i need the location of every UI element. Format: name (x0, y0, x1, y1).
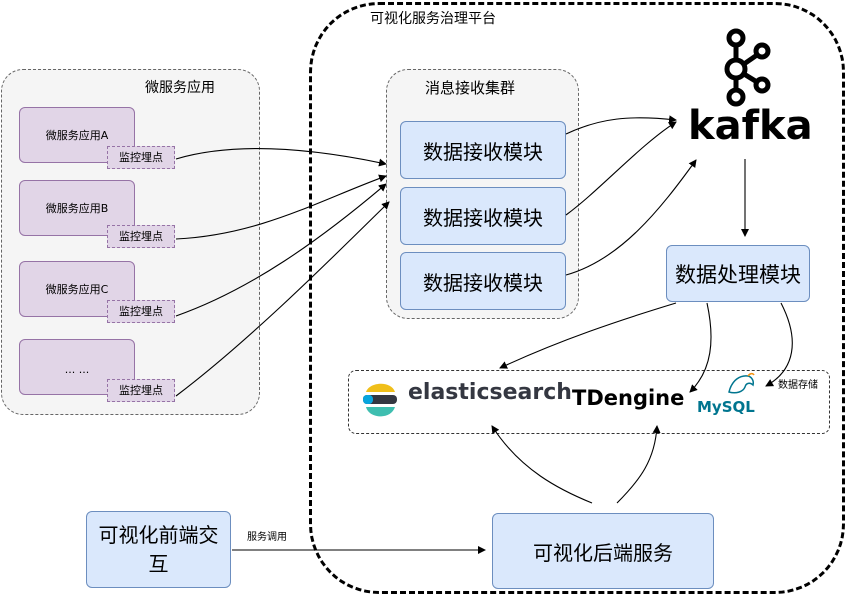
kafka-label[interactable]: kafka (688, 103, 813, 149)
platform-title: 可视化服务治理平台 (370, 11, 496, 27)
storage-container (348, 370, 830, 434)
receiver-module-1[interactable]: 数据接收模块 (400, 121, 566, 179)
app-label: ... ... (64, 363, 90, 376)
receiver-cluster-title: 消息接收集群 (425, 79, 516, 97)
recv3-kafka-arrow (565, 159, 697, 276)
app-label: 微服务应用C (45, 283, 109, 296)
monitor-probe-more[interactable]: 监控埋点 (107, 379, 175, 402)
storage-edge-label: 数据存储 (778, 380, 818, 391)
tdengine-label[interactable]: TDengine (572, 386, 685, 410)
processor-es-arrow (499, 302, 677, 369)
monitor-probe-b[interactable]: 监控埋点 (107, 225, 175, 248)
platform-container (309, 2, 845, 594)
recv1-kafka-arrow (565, 115, 677, 135)
receiver-module-2[interactable]: 数据接收模块 (400, 187, 566, 245)
probe-more-arrow (175, 201, 390, 397)
backend-tdengine-arrow (616, 425, 661, 504)
mysql-dolphin-icon (728, 372, 755, 394)
service-call-label: 服务调用 (247, 532, 287, 543)
probe-c-arrow (175, 183, 387, 317)
kafka-logo-icon (724, 28, 771, 107)
processor-mysql-arrow (765, 302, 793, 387)
receiver-module-3[interactable]: 数据接收模块 (400, 252, 566, 310)
backend-service[interactable]: 可视化后端服务 (492, 513, 714, 589)
backend-es-arrow (491, 425, 593, 504)
monitor-probe-c[interactable]: 监控埋点 (107, 300, 175, 323)
processor-tdengine-arrow (689, 302, 712, 393)
elasticsearch-label[interactable]: elasticsearch (408, 380, 572, 405)
mysql-label[interactable]: MySQL (697, 398, 755, 416)
data-processing-module[interactable]: 数据处理模块 (666, 245, 810, 302)
probe-a-arrow (175, 147, 387, 167)
app-label: 微服务应用B (45, 202, 109, 215)
microservice-group-title: 微服务应用 (145, 80, 215, 96)
monitor-probe-a[interactable]: 监控埋点 (107, 146, 175, 169)
app-label: 微服务应用A (45, 129, 109, 142)
probe-b-arrow (175, 174, 387, 240)
recv2-kafka-arrow (565, 121, 677, 216)
elasticsearch-logo-icon (363, 383, 397, 417)
frontend-interaction[interactable]: 可视化前端交互 (86, 511, 231, 588)
